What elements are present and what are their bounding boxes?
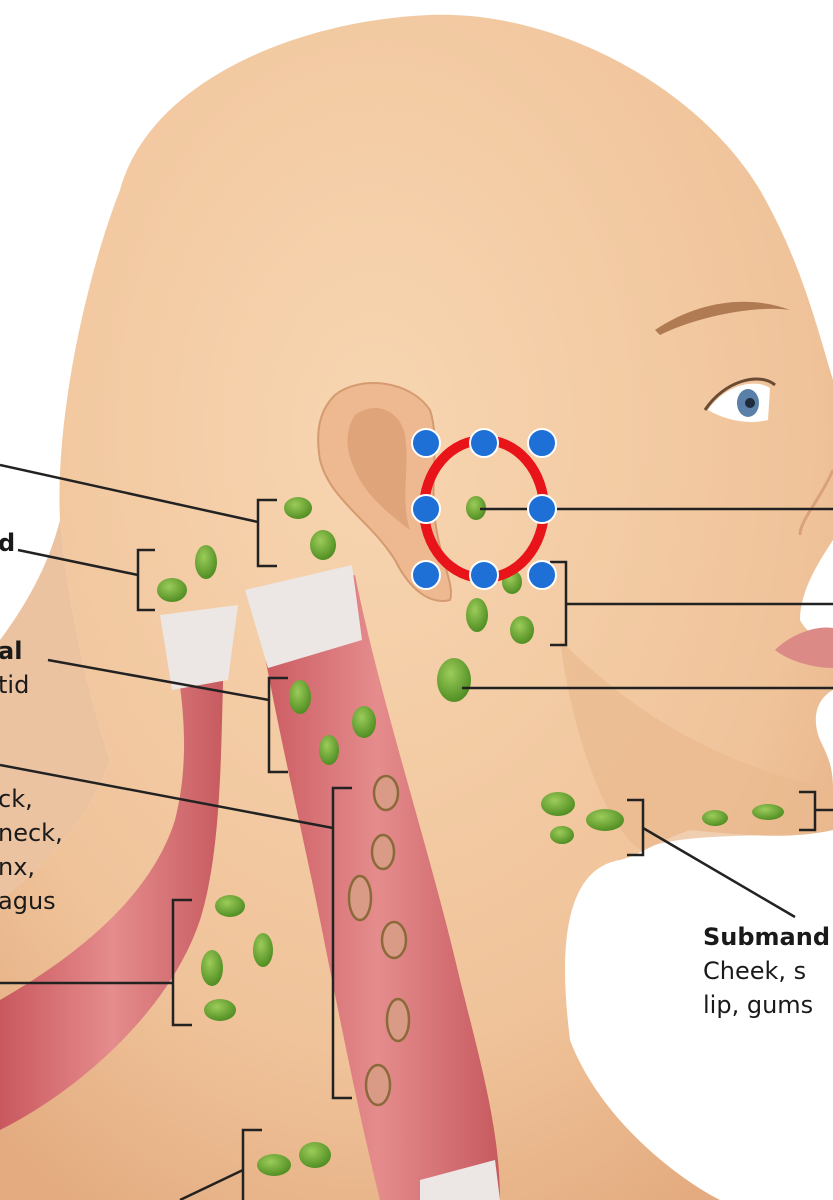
resize-handle-bottom-right[interactable]	[527, 560, 557, 590]
selection-marker[interactable]	[411, 428, 557, 590]
label-left-1-title: al	[0, 637, 23, 665]
label-submandibular-title: Submand	[703, 923, 831, 951]
resize-handle-bottom-center[interactable]	[469, 560, 499, 590]
leader-line	[0, 763, 334, 830]
lymph-node	[284, 497, 312, 519]
jaw-shadow	[560, 640, 833, 850]
lymph-node	[586, 809, 624, 831]
lymph-node	[352, 706, 376, 738]
label-left-2-line: nx,	[0, 853, 36, 881]
deep-node	[372, 774, 400, 812]
lymph-node	[257, 1154, 291, 1176]
lymph-node	[204, 999, 236, 1021]
leader-line	[642, 826, 796, 919]
ear-inner	[347, 407, 410, 530]
resize-handle-middle-left[interactable]	[411, 494, 441, 524]
deep-node	[364, 1063, 392, 1107]
lymph-node	[319, 735, 339, 765]
lymph-node	[466, 496, 486, 520]
lymph-node	[195, 545, 217, 579]
lymph-node	[157, 578, 187, 602]
label-submandibular-line: Cheek, s	[703, 957, 807, 985]
deep-node	[347, 874, 373, 922]
label-left-1: al tid	[0, 634, 29, 702]
lymph-node	[550, 826, 574, 844]
lymph-node	[702, 810, 728, 826]
bracket	[136, 548, 155, 612]
bracket	[241, 1128, 262, 1200]
lymph-node	[310, 530, 336, 560]
resize-handle-top-right[interactable]	[527, 428, 557, 458]
nape-shadow	[0, 520, 110, 900]
pupil	[745, 398, 755, 408]
trapezius-muscle	[0, 630, 225, 1130]
bracket	[627, 798, 645, 857]
resize-handle-top-left[interactable]	[411, 428, 441, 458]
lymph-node	[466, 598, 488, 632]
scm-tendon-top	[245, 565, 362, 668]
label-submandibular: Submand Cheek, s lip, gums	[703, 920, 830, 1022]
leader-line	[0, 463, 259, 524]
eyebrow	[655, 301, 790, 335]
label-left-2: ck, neck, nx, agus	[0, 782, 63, 918]
label-left-2-line: agus	[0, 887, 56, 915]
label-left-2-line: neck,	[0, 819, 63, 847]
lymph-node	[299, 1142, 331, 1168]
leader-line	[47, 658, 270, 702]
lymph-nodes	[157, 496, 784, 1176]
bracket	[256, 498, 277, 568]
lymph-node	[289, 680, 311, 714]
resize-handle-bottom-left[interactable]	[411, 560, 441, 590]
trapezius-tendon	[160, 605, 238, 690]
leader-line	[17, 548, 139, 577]
bracket	[171, 898, 192, 1027]
lymph-node	[510, 616, 534, 644]
resize-handle-middle-right[interactable]	[527, 494, 557, 524]
lymph-node	[253, 933, 273, 967]
resize-handle-top-center[interactable]	[469, 428, 499, 458]
deep-node	[380, 920, 408, 960]
scm-tendon-bottom	[420, 1160, 500, 1200]
deep-cervical-nodes	[347, 774, 411, 1107]
leader-line	[179, 1168, 244, 1200]
lymph-node	[752, 804, 784, 820]
lymph-node	[541, 792, 575, 816]
label-left-top: d	[0, 526, 15, 560]
lips	[775, 627, 833, 668]
bracket	[267, 676, 288, 774]
sternocleidomastoid-muscle	[255, 575, 500, 1200]
label-left-top-title: d	[0, 529, 16, 557]
label-left-2-line: ck,	[0, 785, 33, 813]
deep-node	[385, 997, 411, 1043]
bracket	[331, 786, 352, 1100]
lymph-node	[215, 895, 245, 917]
deep-node	[370, 833, 396, 871]
head-silhouette	[0, 14, 833, 1200]
lymph-node	[437, 658, 471, 702]
label-left-1-line: tid	[0, 671, 30, 699]
lymph-node	[201, 950, 223, 986]
label-submandibular-line: lip, gums	[703, 991, 814, 1019]
eyelid	[703, 377, 776, 411]
